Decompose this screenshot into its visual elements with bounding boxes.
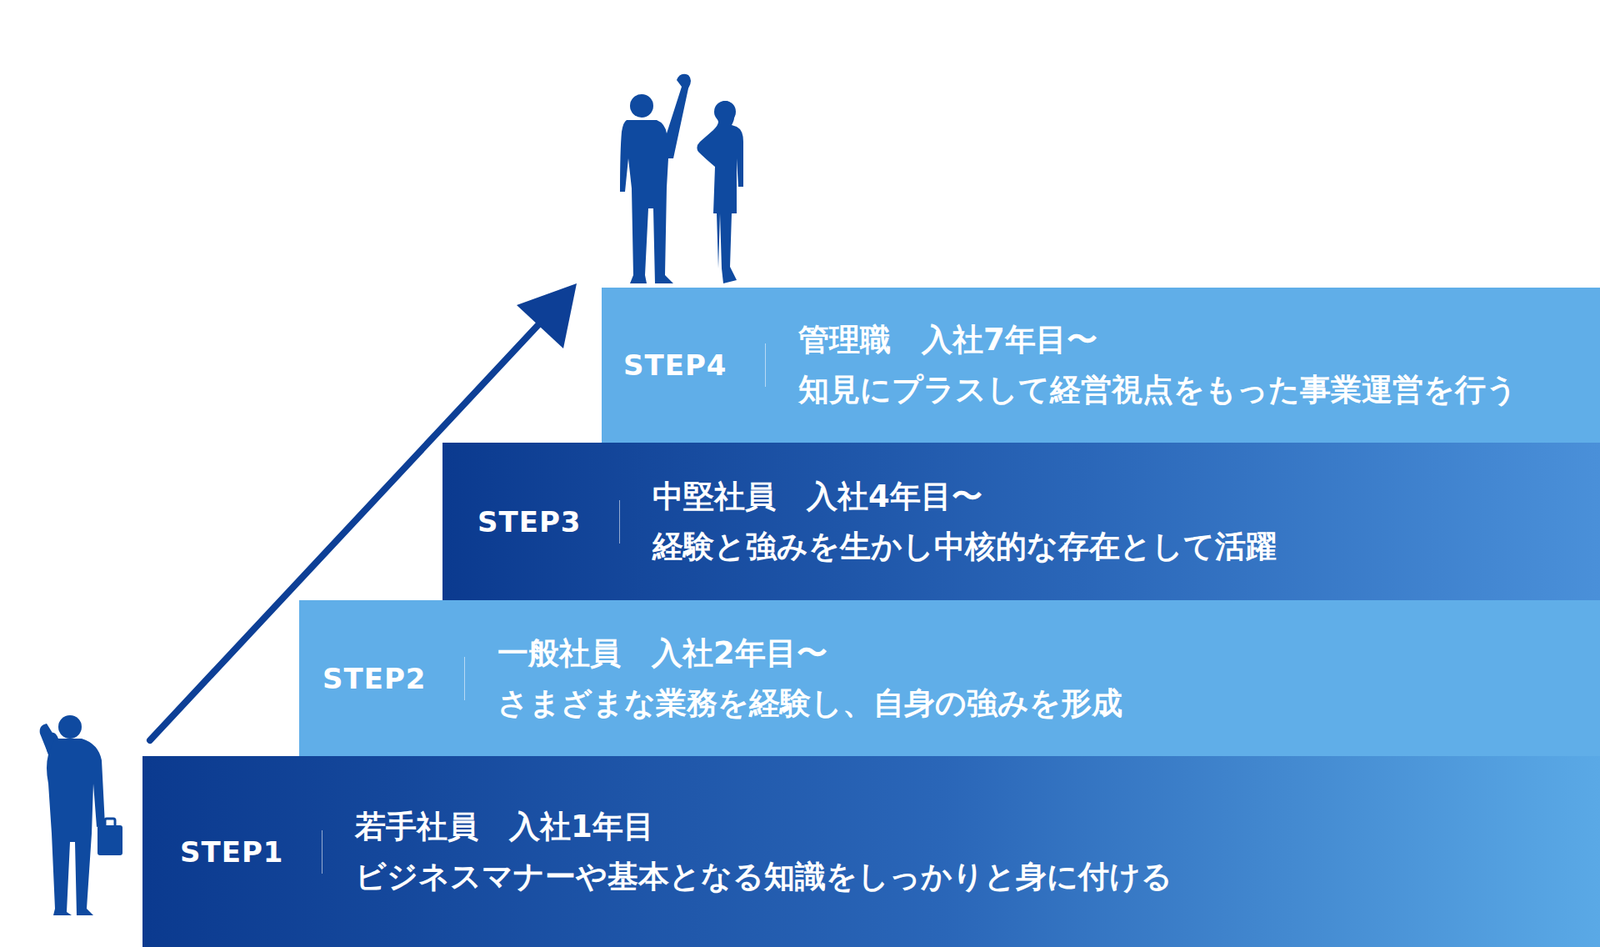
separator-line xyxy=(321,830,323,874)
role-heading: 中堅社員 入社4年目〜 xyxy=(652,471,1277,522)
step-band: STEP2 一般社員 入社2年目〜さまざまな業務を経験し、自身の強みを形成 xyxy=(299,600,1600,756)
role-description: 経験と強みを生かし中核的な存在として活躍 xyxy=(652,521,1277,572)
role-heading: 一般社員 入社2年目〜 xyxy=(497,628,1123,679)
role-description: ビジネスマナーや基本となる知識をしっかりと身に付ける xyxy=(355,851,1173,902)
separator-line xyxy=(619,500,620,544)
role-description: さまざまな業務を経験し、自身の強みを形成 xyxy=(497,678,1123,729)
success-figures-silhouette xyxy=(620,74,744,284)
step-description: 管理職 入社7年目〜知見にプラスして経営視点をもった事業運営を行う xyxy=(798,315,1518,415)
step-description: 若手社員 入社1年目ビジネスマナーや基本となる知識をしっかりと身に付ける xyxy=(355,801,1173,902)
separator-line xyxy=(464,656,465,700)
businessman-silhouette xyxy=(40,715,123,915)
step-label: STEP4 xyxy=(623,348,727,382)
step-label: STEP2 xyxy=(322,661,426,695)
separator-line xyxy=(765,343,766,387)
step-label: STEP1 xyxy=(180,835,284,869)
role-description: 知見にプラスして経営視点をもった事業運営を行う xyxy=(798,365,1518,415)
role-heading: 若手社員 入社1年目 xyxy=(355,801,1173,852)
step-band: STEP1 若手社員 入社1年目ビジネスマナーや基本となる知識をしっかりと身に付け… xyxy=(142,755,1600,947)
step-description: 一般社員 入社2年目〜さまざまな業務を経験し、自身の強みを形成 xyxy=(497,628,1123,729)
step-label: STEP3 xyxy=(477,505,581,539)
role-heading: 管理職 入社7年目〜 xyxy=(798,315,1518,365)
step-band: STEP4 管理職 入社7年目〜知見にプラスして経営視点をもった事業運営を行う xyxy=(601,287,1600,443)
step-description: 中堅社員 入社4年目〜経験と強みを生かし中核的な存在として活躍 xyxy=(652,471,1277,572)
step-band: STEP3 中堅社員 入社4年目〜経験と強みを生かし中核的な存在として活躍 xyxy=(442,442,1600,600)
